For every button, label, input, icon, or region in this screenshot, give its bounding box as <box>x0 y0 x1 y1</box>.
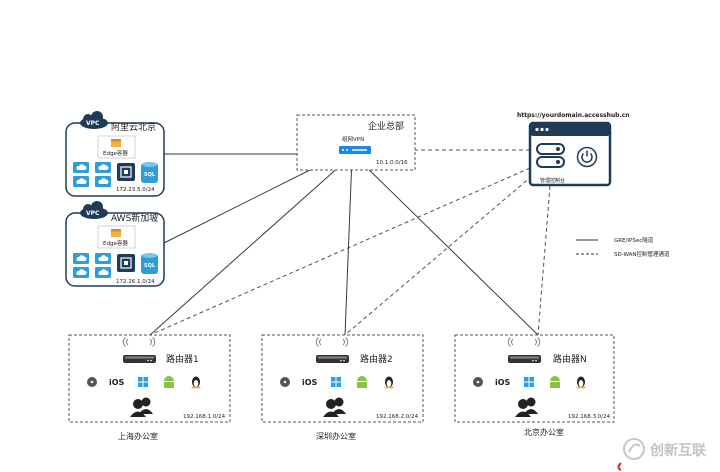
hq-title: 企业总部 <box>368 120 404 132</box>
vpn-device-icon <box>339 146 371 154</box>
vpc-1: VPC 阿里云北京 Edge容器 SQL 172.23.5.0/24 <box>65 111 165 197</box>
legend-solid-label: GRE/IPSec隧道 <box>614 236 654 244</box>
office-subnet: 192.168.2.0/24 <box>376 414 419 420</box>
sql-icon: SQL <box>141 162 158 183</box>
office-name: 北京办公室 <box>524 427 564 437</box>
router-icon <box>316 355 349 363</box>
windows-icon <box>524 377 534 387</box>
hq-subnet: 10.1.0.0/16 <box>376 160 408 166</box>
tunnel-line-office3 <box>355 156 539 336</box>
linux-icon <box>384 376 394 389</box>
android-icon <box>164 376 174 388</box>
vpn-label: 组网VPN <box>342 135 364 143</box>
edge-label: Edge容器 <box>103 149 128 157</box>
office-3: 路由器N iOS 192.168.3.0/24 北京办公室 <box>454 334 615 437</box>
apple-icon <box>473 377 483 387</box>
cloud-icon <box>80 201 108 219</box>
server-icon <box>536 143 565 168</box>
edge-container: Edge容器 <box>97 225 136 249</box>
office-subnet: 192.168.3.0/24 <box>568 414 611 420</box>
linux-icon <box>576 376 586 389</box>
vpc-subnet: 172.26.1.0/24 <box>116 279 155 285</box>
vpc-title: AWS新加坡 <box>111 212 158 224</box>
vpc-badge: VPC <box>86 210 100 217</box>
tunnel-lines <box>149 153 539 336</box>
power-icon <box>576 146 598 168</box>
sql-icon: SQL <box>141 253 158 274</box>
legend: GRE/IPSec隧道 SD-WAN控制管理通道 <box>576 236 670 258</box>
router-label: 路由器2 <box>360 353 393 365</box>
office-subnet: 192.168.1.0/24 <box>183 414 226 420</box>
hq-box: 企业总部 组网VPN 10.1.0.0/16 <box>296 114 416 171</box>
watermark-text: 创新互联 <box>649 442 707 459</box>
console-label: 管理控制台 <box>540 177 565 184</box>
office-name: 上海办公室 <box>118 431 158 441</box>
vpc-2: VPC AWS新加坡 Edge容器 SQL 172.26.1.0/24 <box>65 201 165 287</box>
chip-icon <box>117 163 135 181</box>
box-icon <box>111 139 121 147</box>
wifi-icon <box>122 337 156 347</box>
windows-icon <box>138 377 148 387</box>
users-icon <box>323 397 346 417</box>
edge-container: Edge容器 <box>97 135 136 159</box>
ios-icon: iOS <box>495 378 511 387</box>
chip-icon <box>117 254 135 272</box>
console-url: https://yourdomain.accesshub.cn <box>517 112 630 119</box>
legend-dashed-label: SD-WAN控制管理通道 <box>614 250 670 258</box>
os-icons: iOS <box>280 376 394 389</box>
vm-grid <box>73 253 111 278</box>
edge-label: Edge容器 <box>103 239 128 247</box>
os-icons: iOS <box>473 376 586 389</box>
box-icon <box>111 229 121 237</box>
cloud-icon <box>80 111 108 129</box>
management-console: https://yourdomain.accesshub.cn 管理控制台 <box>517 112 630 187</box>
apple-icon <box>280 377 290 387</box>
vpc-subnet: 172.23.5.0/24 <box>116 187 155 193</box>
router-icon <box>508 355 541 363</box>
users-icon <box>515 397 538 417</box>
sql-label: SQL <box>144 172 156 178</box>
apple-icon <box>87 377 97 387</box>
tunnel-line-office1 <box>149 156 351 336</box>
control-line-office1 <box>149 167 531 336</box>
ios-icon: iOS <box>302 378 318 387</box>
wifi-icon <box>507 337 541 347</box>
office-name: 深圳办公室 <box>316 431 356 441</box>
android-icon <box>550 376 560 388</box>
vm-grid <box>73 162 111 187</box>
os-icons: iOS <box>87 376 201 389</box>
ios-icon: iOS <box>109 378 125 387</box>
vpc-badge: VPC <box>86 120 100 127</box>
control-line-office2 <box>344 175 533 336</box>
router-label: 路由器1 <box>166 353 199 365</box>
watermark: 创新互联 <box>617 438 707 471</box>
sql-label: SQL <box>144 263 156 269</box>
office-2: 路由器2 iOS 192.168.2.0/24 深圳办公室 <box>261 334 424 441</box>
linux-icon <box>191 376 201 389</box>
vpc-title: 阿里云北京 <box>111 121 156 133</box>
router-icon <box>123 355 156 363</box>
wifi-icon <box>315 337 349 347</box>
control-lines <box>149 149 551 336</box>
windows-icon <box>331 377 341 387</box>
control-line-office3 <box>537 185 551 336</box>
users-icon <box>130 397 153 417</box>
office-1: 路由器1 iOS 192.168.1.0/24 上海办公室 <box>68 334 231 441</box>
android-icon <box>357 376 367 388</box>
router-label: 路由器N <box>553 353 587 365</box>
tunnel-line-office2 <box>344 156 353 336</box>
